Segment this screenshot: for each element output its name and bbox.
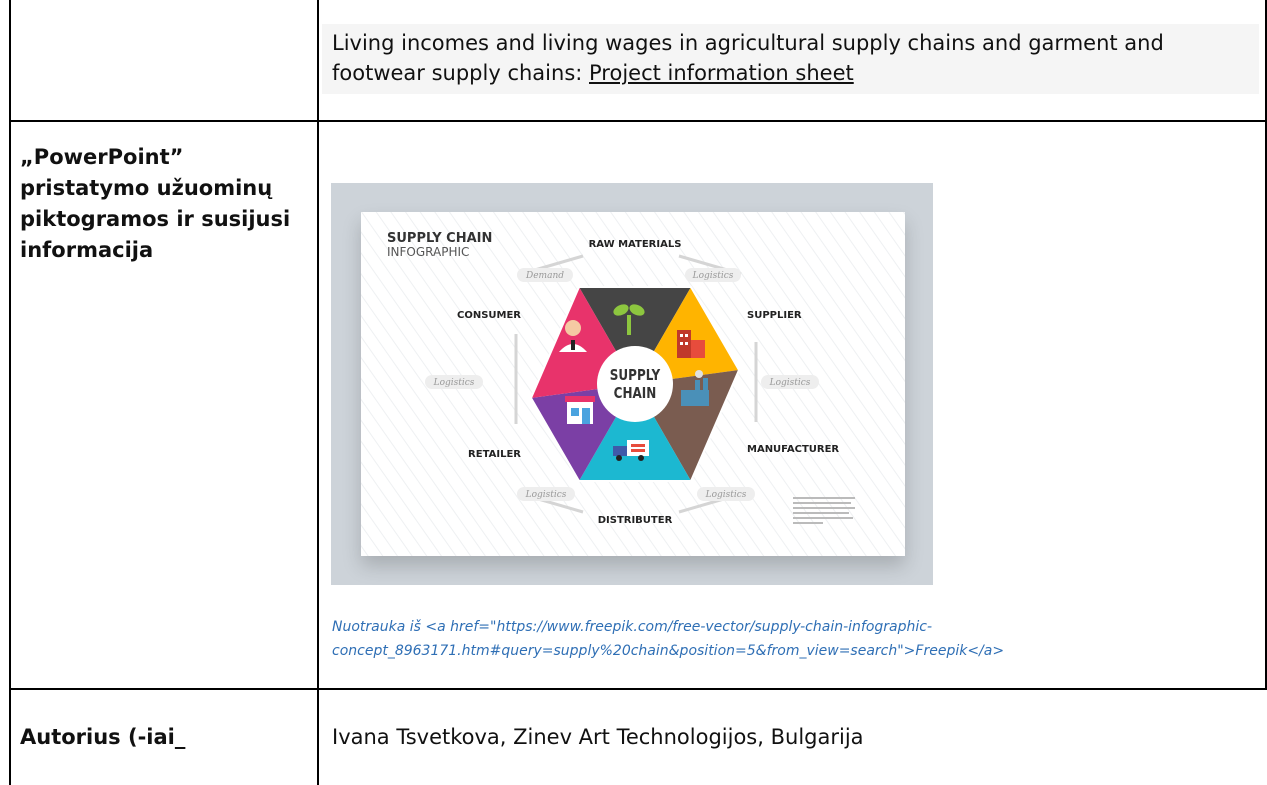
segment-distributer (579, 384, 691, 481)
edge-logistics-bottom-left: Logistics (525, 490, 567, 500)
node-distributer: DISTRIBUTER (598, 515, 673, 526)
row-label-author: Autorius (-iai_ (20, 725, 186, 749)
factory-icon (681, 370, 709, 406)
project-info-description: Living incomes and living wages in agric… (332, 31, 1164, 85)
table-border-right (1265, 0, 1267, 690)
row-divider-1 (9, 120, 1267, 122)
image-credit-caption: Nuotrauka iš <a href="https://www.freepi… (332, 619, 1005, 659)
row-label-powerpoint: „PowerPoint” pristatymo užuominų piktogr… (20, 145, 291, 262)
infographic-subtitle: INFOGRAPHIC (387, 245, 469, 259)
building-icon (677, 330, 705, 358)
node-manufacturer: MANUFACTURER (747, 444, 839, 455)
person-icon (559, 320, 587, 352)
edge-logistics-top-right: Logistics (692, 271, 734, 281)
supply-chain-infographic: SUPPLY CHAIN INFOGRAPHIC Demand Logistic… (361, 212, 905, 556)
row-divider-2 (9, 688, 1267, 690)
plant-icon (613, 304, 645, 335)
delivery-truck-icon (613, 440, 649, 461)
fine-print-block (793, 497, 855, 524)
project-info-link[interactable]: Project information sheet (589, 61, 854, 85)
center-label-line1: SUPPLY (610, 367, 661, 385)
edge-logistics-left: Logistics (433, 378, 475, 388)
node-retailer: RETAILER (468, 449, 521, 460)
infographic-svg: SUPPLY CHAIN INFOGRAPHIC Demand Logistic… (361, 212, 905, 556)
center-label-line2: CHAIN (614, 385, 657, 403)
edge-logistics-bottom-right: Logistics (705, 490, 747, 500)
node-supplier: SUPPLIER (747, 310, 802, 321)
project-info-cell (322, 24, 1259, 94)
edge-logistics-right: Logistics (769, 378, 811, 388)
segment-raw-materials (579, 287, 691, 384)
node-consumer: CONSUMER (457, 310, 521, 321)
project-info-text: Living incomes and living wages in agric… (332, 28, 1232, 88)
shop-icon (565, 396, 595, 424)
node-raw-materials: RAW MATERIALS (589, 239, 682, 250)
author-value: Ivana Tsvetkova, Zinev Art Technologijos… (332, 725, 864, 749)
table-column-divider (317, 0, 319, 785)
edge-demand: Demand (525, 271, 564, 281)
table-border-left (9, 0, 11, 785)
infographic-title: SUPPLY CHAIN (387, 231, 492, 246)
